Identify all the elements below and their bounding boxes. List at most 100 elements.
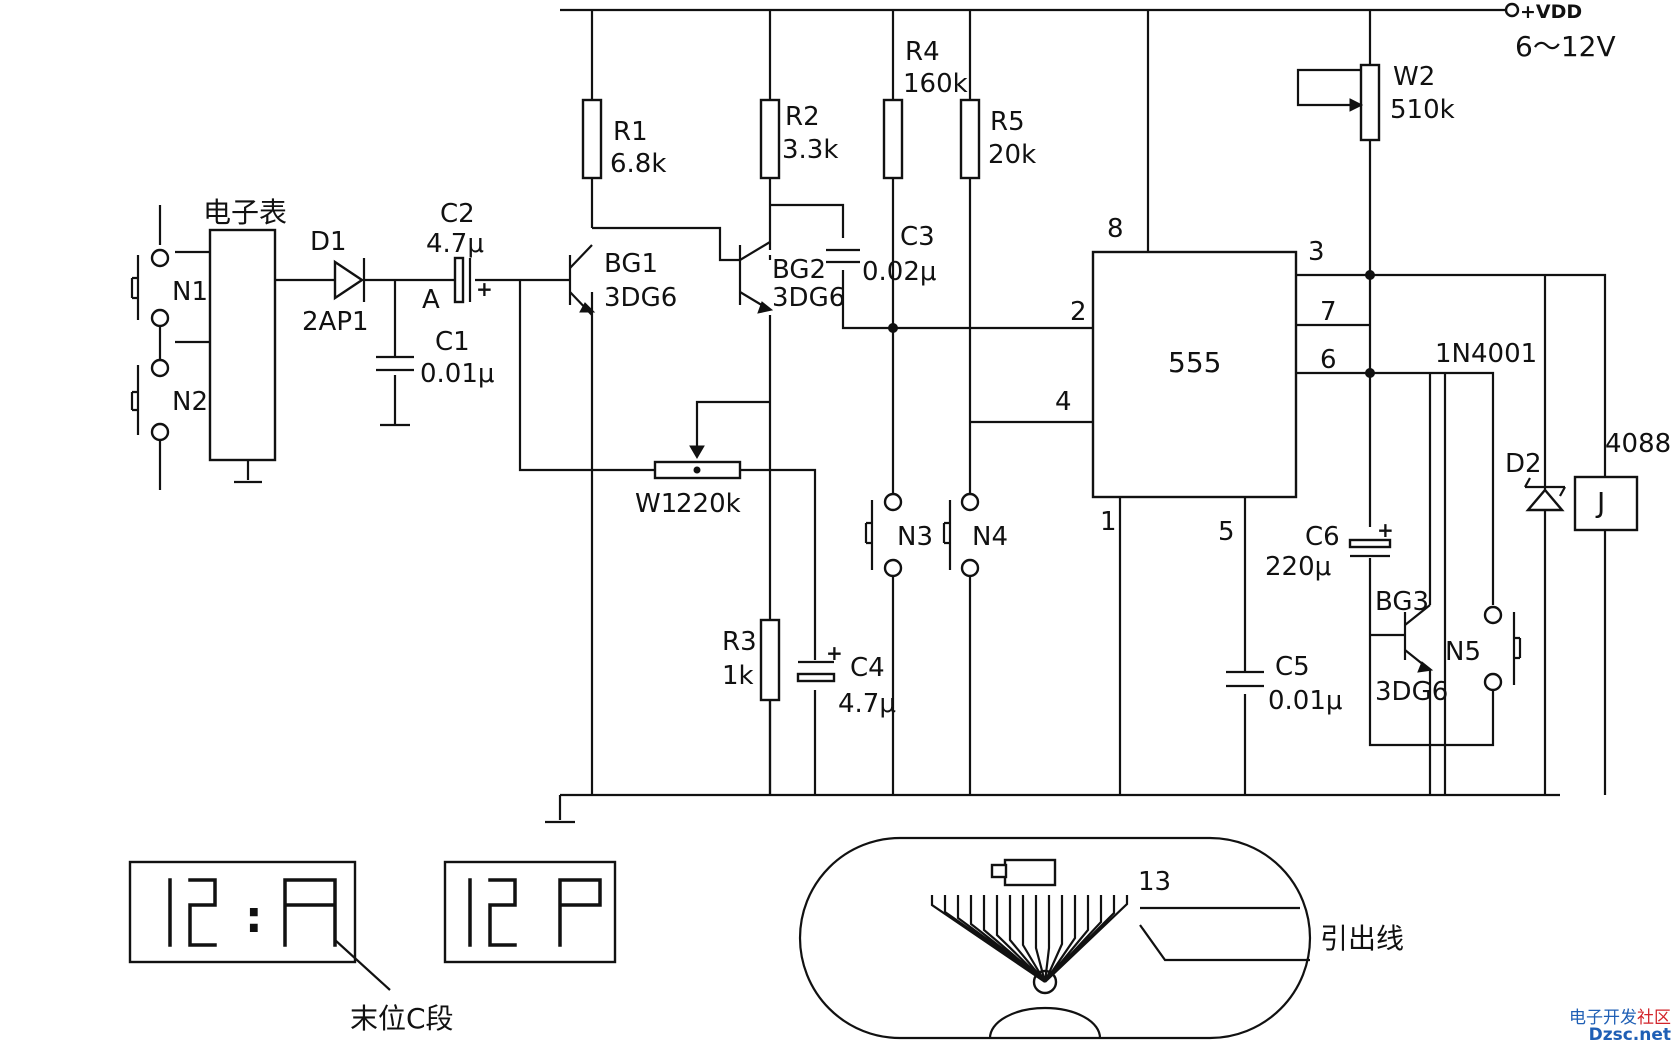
c3-value: 0.02μ [862,257,936,287]
button-n2: N2 [130,358,208,442]
pin-5: 5 [1218,517,1235,547]
display-pm [443,860,617,964]
c5-ref: C5 [1275,652,1310,682]
c4-ref: C4 [850,653,885,683]
watch-label: 电子表 [203,196,287,229]
ic-name: 555 [1168,346,1221,379]
pin-2: 2 [1070,297,1087,327]
n4-label: N4 [972,522,1008,552]
c5-value: 0.01μ [1268,686,1342,716]
vdd-label: +VDD [1520,1,1582,23]
transistor-bg2: BG2 3DG6 [738,241,845,314]
button-n3: N3 [864,492,933,578]
diode-d2: D2 1N4001 [1435,339,1566,512]
c4-value: 4.7μ [838,689,896,719]
c1-value: 0.01μ [420,359,494,389]
bg1-ref: BG1 [604,249,658,279]
c4-plus: + [826,641,843,665]
c3-ref: C3 [900,222,935,252]
button-n1: N1 [130,248,208,328]
capacitor-c4: + C4 4.7μ [796,641,896,719]
button-n5: N5 [1445,605,1522,692]
r3-ref: R3 [722,627,757,657]
watch-chip-diagram: 13 引出线 [798,836,1404,1040]
junction-dots [693,270,1375,474]
w2-value: 510k [1390,95,1455,125]
r4-ref: R4 [905,37,940,67]
c2-plus: + [476,277,493,301]
pin-8: 8 [1107,214,1124,244]
potentiometer-w1: W1 220k [635,445,742,519]
n1-label: N1 [172,277,208,307]
n3-label: N3 [897,522,933,552]
capacitor-c3: C3 0.02μ [826,222,936,287]
resistor-r4: R4 160k [882,37,968,180]
relay-part: 4088 [1605,429,1671,459]
pin-1: 1 [1100,507,1117,537]
capacitor-c5: C5 0.01μ [1226,652,1342,716]
n2-label: N2 [172,387,208,417]
capacitor-c6: + C6 220μ [1265,518,1394,582]
electronic-watch: 电子表 [203,196,287,462]
pin-6: 6 [1320,345,1337,375]
vdd-range: 6～12V [1515,30,1616,63]
display-am: : [128,860,391,991]
bg2-ref: BG2 [772,255,826,285]
resistor-r3: R3 1k [722,618,781,702]
display-colon: : [245,892,263,943]
pin-3: 3 [1308,237,1325,267]
r2-ref: R2 [785,102,820,132]
c2-value: 4.7μ [426,229,484,259]
w1-value: 220k [676,489,741,519]
c1-ref: C1 [435,327,470,357]
pin-4: 4 [1055,387,1072,417]
chip-lead-label: 引出线 [1320,922,1404,955]
d1-value: 2AP1 [302,307,369,337]
capacitor-c2: + C2 4.7μ A [422,199,493,315]
r5-value: 20k [988,140,1036,170]
vdd-terminal: +VDD 6～12V [1504,1,1616,63]
bg1-value: 3DG6 [604,283,677,313]
resistor-r1: R1 6.8k [581,98,666,180]
bg3-ref: BG3 [1375,587,1429,617]
r1-ref: R1 [613,117,648,147]
wires [158,8,1607,824]
r4-value: 160k [903,69,968,99]
site-watermark: 电子开发社区 Dzsc.net [1569,1010,1671,1044]
d2-part: 1N4001 [1435,339,1537,369]
ic-555: 555 8 2 4 1 5 3 7 6 [1055,214,1337,547]
potentiometer-w2: W2 510k [1349,62,1455,142]
resistor-r2: R2 3.3k [759,98,838,180]
r1-value: 6.8k [610,149,666,179]
w1-ref: W1 [635,489,677,519]
r5-ref: R5 [990,107,1025,137]
relay-j: J 4088 [1573,429,1671,532]
capacitor-c1: C1 0.01μ [376,327,494,389]
bg2-value: 3DG6 [772,283,845,313]
chip-pin-label: 13 [1138,867,1171,897]
segment-callout: 末位C段 [350,1002,454,1035]
r2-value: 3.3k [782,135,838,165]
c6-value: 220μ [1265,552,1331,582]
n5-label: N5 [1445,637,1481,667]
pin-7: 7 [1320,297,1337,327]
node-a: A [422,285,440,315]
watermark-text-b: 社区 [1637,1008,1671,1028]
diode-d1: D1 2AP1 [302,227,369,337]
r3-value: 1k [722,661,754,691]
relay-ref: J [1595,486,1605,519]
button-n4: N4 [942,492,1008,578]
c6-plus: + [1377,518,1394,542]
transistor-bg3: BG3 3DG6 [1375,373,1448,795]
watermark-url: Dzsc.net [1588,1025,1671,1045]
bg3-value: 3DG6 [1375,677,1448,707]
d2-ref: D2 [1505,449,1542,479]
d1-ref: D1 [310,227,347,257]
watermark-text-a: 电子开发 [1569,1008,1637,1028]
transistor-bg1: BG1 3DG6 [568,244,677,316]
c6-ref: C6 [1305,522,1340,552]
resistor-r5: R5 20k [959,98,1036,180]
w2-ref: W2 [1393,62,1435,92]
c2-ref: C2 [440,199,475,229]
